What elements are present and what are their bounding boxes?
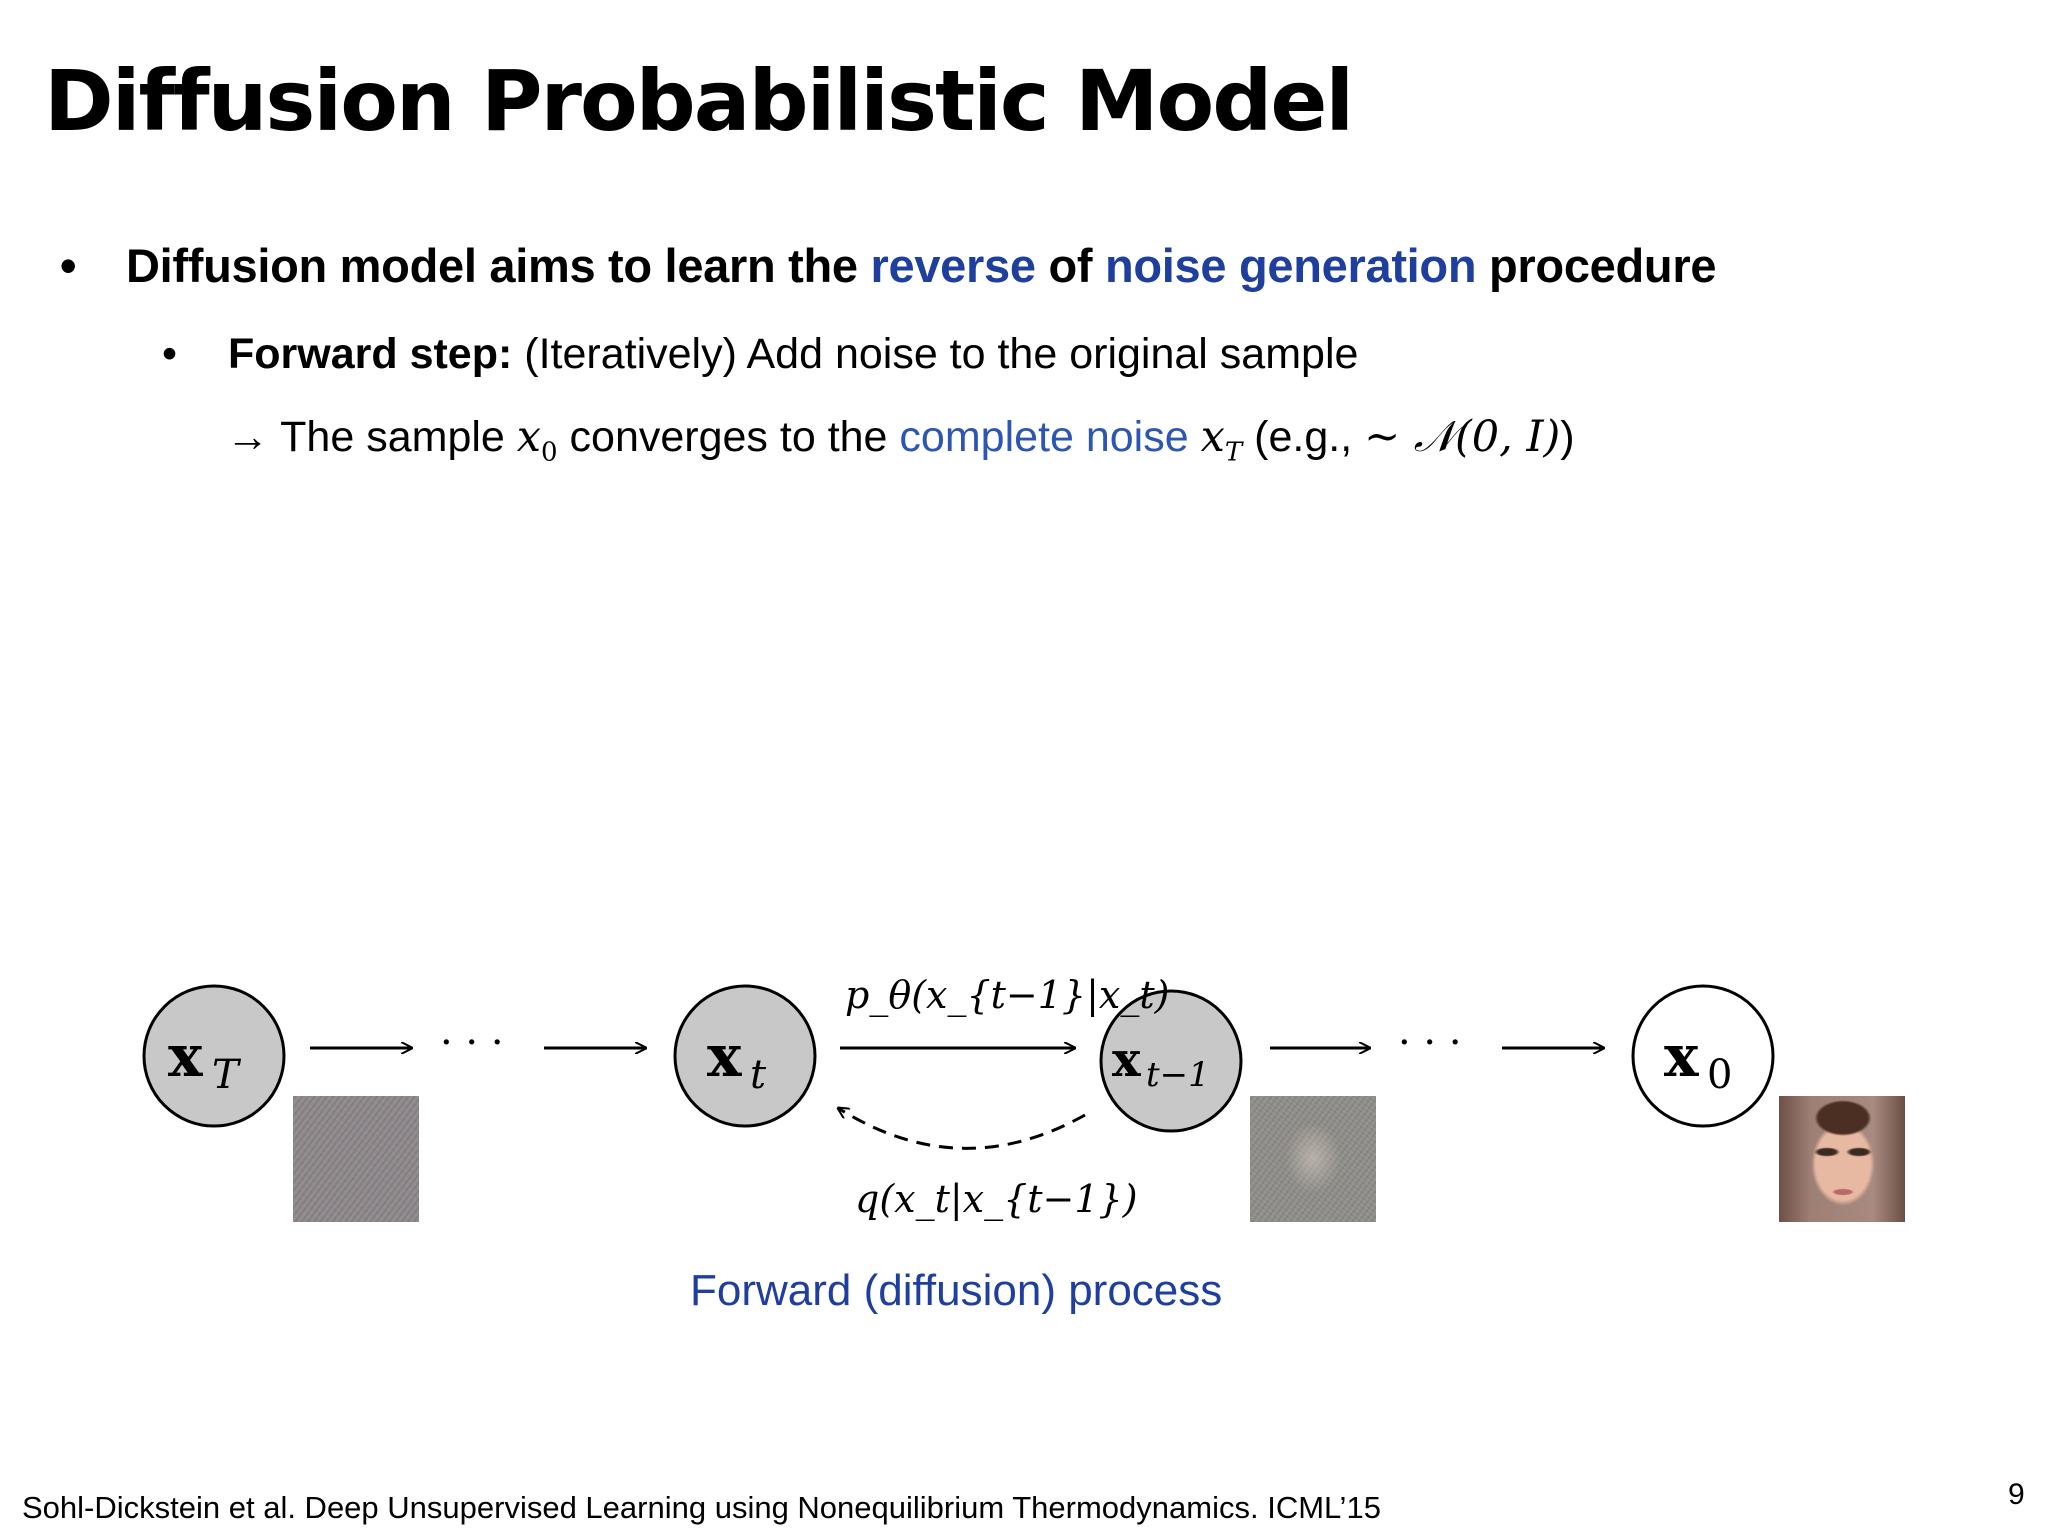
svg-text:0: 0 — [1707, 1052, 1732, 1098]
highlight-reverse: reverse — [870, 239, 1036, 292]
highlight-complete-noise: complete noise — [899, 413, 1189, 461]
original-face-image — [1779, 1096, 1905, 1222]
dashed-forward-arrow — [838, 1108, 1086, 1150]
bullet-forward-step: • Forward step: (Iteratively) Add noise t… — [162, 330, 1358, 379]
svg-text:x: x — [168, 1022, 203, 1090]
reverse-label: p_θ(x_{t−1}|x_t) — [845, 973, 1169, 1018]
partially-noisy-face-image — [1250, 1096, 1376, 1222]
bullet-text: of — [1035, 239, 1105, 292]
citation: Sohl-Dickstein et al. Deep Unsupervised … — [22, 1490, 1381, 1525]
forward-label: q(x_t|x_{t−1}) — [855, 1177, 1138, 1222]
highlight-noise-generation: noise generation — [1104, 239, 1477, 292]
bullet-text: procedure — [1476, 239, 1717, 292]
svg-text:x: x — [1112, 1032, 1141, 1088]
pure-noise-image — [293, 1096, 419, 1222]
svg-text:T: T — [212, 1052, 242, 1098]
convergence-text: ) — [1560, 413, 1575, 461]
bullet-marker: • — [162, 330, 178, 378]
convergence-text: converges to the — [557, 413, 900, 461]
node-x0: x 0 — [1631, 984, 1775, 1128]
math-xT: xT — [1200, 412, 1243, 468]
forward-step-label: Forward step: — [228, 330, 513, 378]
math-distribution: ~ 𝒩(0, I) — [1364, 412, 1561, 462]
diagram-caption: Forward (diffusion) process — [690, 1266, 1223, 1315]
page-number: 9 — [2008, 1478, 2025, 1511]
node-xT: x T — [142, 984, 286, 1128]
svg-text:t: t — [750, 1052, 767, 1098]
convergence-text: The sample — [269, 413, 517, 461]
slide-title: Diffusion Probabilistic Model — [44, 52, 1354, 150]
svg-text:x: x — [707, 1022, 742, 1090]
ellipsis-left: · · · — [440, 1020, 504, 1066]
svg-text:t−1: t−1 — [1146, 1055, 1210, 1095]
bullet-main: • Diffusion model aims to learn the rever… — [60, 238, 1716, 293]
bullet-convergence: → The sample x0 converges to the complet… — [226, 412, 1575, 468]
diffusion-diagram: x T x t x t−1 x 0 · · · · · · p_θ(x_{t−1… — [142, 973, 1775, 1222]
convergence-text: (e.g., — [1242, 413, 1365, 461]
bullet-text: Diffusion model aims to learn the — [126, 239, 871, 292]
math-x0: x0 — [516, 412, 558, 468]
arrow-icon: → — [226, 413, 269, 461]
ellipsis-right: · · · — [1398, 1020, 1462, 1066]
svg-text:x: x — [1664, 1022, 1699, 1090]
forward-step-text: (Iteratively) Add noise to the original … — [512, 330, 1359, 378]
node-xt: x t — [673, 984, 817, 1128]
bullet-marker: • — [60, 239, 77, 292]
node-xt-minus-1: x t−1 — [1099, 989, 1243, 1133]
